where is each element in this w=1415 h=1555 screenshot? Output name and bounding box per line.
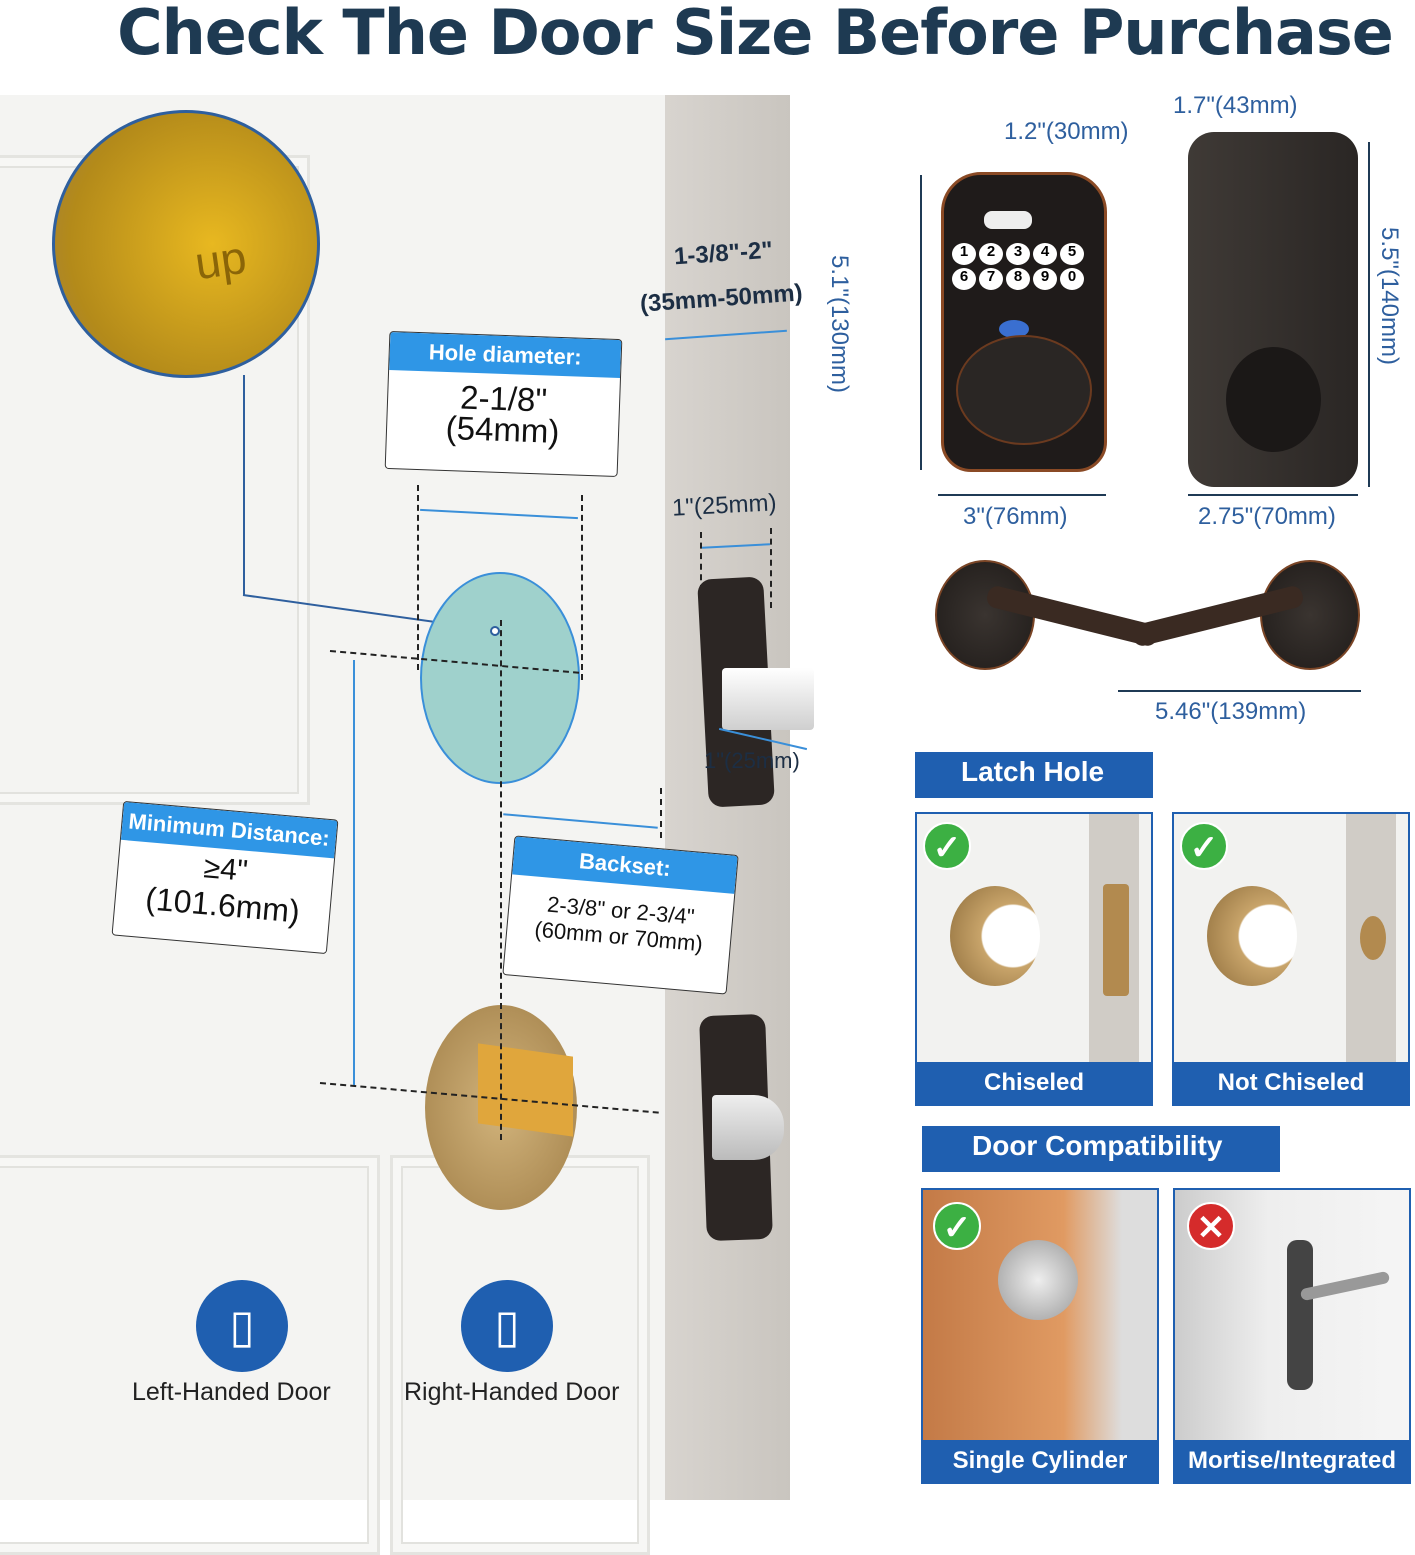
check-icon: ✓ <box>933 1202 981 1250</box>
key-3[interactable]: 3 <box>1006 243 1030 265</box>
depth-back: 1.7"(43mm) <box>1173 92 1298 119</box>
latch-option-not-chiseled: ✓ Not Chiseled <box>1172 812 1410 1106</box>
left-handed-door-icon: ▯ <box>196 1280 288 1372</box>
width-front: 3"(76mm) <box>963 503 1068 530</box>
latch-depth: 1"(25mm) <box>704 748 800 773</box>
key-7[interactable]: 7 <box>979 268 1003 290</box>
check-icon: ✓ <box>1180 822 1228 870</box>
latch-option-chiseled: ✓ Chiseled <box>915 812 1153 1106</box>
key-2[interactable]: 2 <box>979 243 1003 265</box>
check-icon: ✓ <box>923 822 971 870</box>
keypad-lock-front: 1 2 3 4 5 6 7 8 9 0 <box>941 172 1107 472</box>
fingerprint-icon <box>999 320 1029 338</box>
key-6[interactable]: 6 <box>952 268 976 290</box>
key-9[interactable]: 9 <box>1033 268 1057 290</box>
minimum-distance-label: Minimum Distance: ≥4" (101.6mm) <box>111 800 339 955</box>
x-icon: ✕ <box>1187 1202 1235 1250</box>
key-4[interactable]: 4 <box>1033 243 1057 265</box>
compat-mortise: ✕ Mortise/Integrated <box>1173 1188 1411 1484</box>
lock-back <box>1188 132 1358 487</box>
key-0[interactable]: 0 <box>1060 268 1084 290</box>
right-handed-door-icon: ▯ <box>461 1280 553 1372</box>
latch-up-mark: up <box>191 230 250 290</box>
height-front: 5.1"(130mm) <box>825 255 853 393</box>
latch-magnifier: up <box>52 110 320 378</box>
width-back: 2.75"(70mm) <box>1198 503 1336 530</box>
right-handed-label: Right-Handed Door <box>404 1378 620 1406</box>
height-back: 5.5"(140mm) <box>1375 227 1403 365</box>
hole-diameter-label: Hole diameter: 2-1/8" (54mm) <box>384 330 623 478</box>
key-5[interactable]: 5 <box>1060 243 1084 265</box>
page-title: Check The Door Size Before Purchase <box>117 0 1394 69</box>
latch-bolt <box>722 668 814 730</box>
key-1[interactable]: 1 <box>952 243 976 265</box>
door-compatibility-title: Door Compatibility <box>922 1126 1280 1172</box>
compat-single-cylinder: ✓ Single Cylinder <box>921 1188 1159 1484</box>
lever-width: 5.46"(139mm) <box>1155 698 1307 725</box>
latch-hole-title: Latch Hole <box>915 752 1153 798</box>
depth-front: 1.2"(30mm) <box>1004 118 1129 145</box>
lever-handles <box>935 560 1360 670</box>
backset-label: Backset: 2-3/8" or 2-3/4" (60mm or 70mm) <box>502 835 739 995</box>
left-handed-label: Left-Handed Door <box>132 1378 331 1406</box>
latch-width: 1"(25mm) <box>671 489 778 522</box>
key-8[interactable]: 8 <box>1006 268 1030 290</box>
